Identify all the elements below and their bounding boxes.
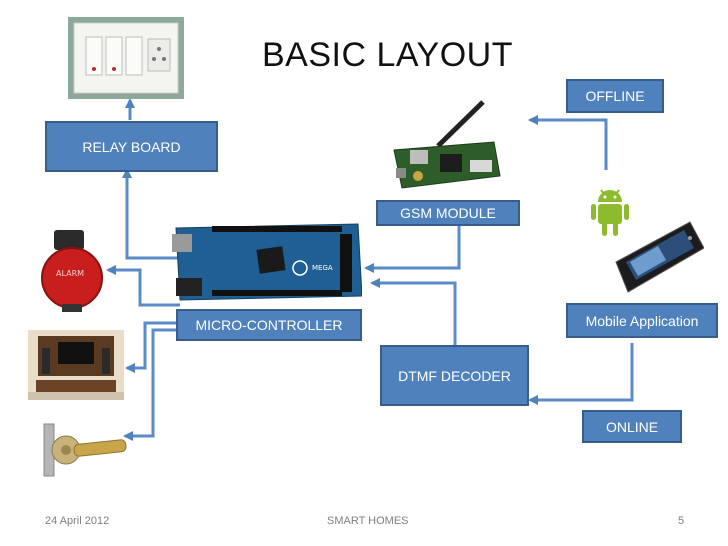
tv-unit-photo — [28, 330, 124, 400]
footer-page-number: 5 — [678, 515, 685, 527]
android-robot-icon — [591, 189, 629, 236]
online-box: ONLINE — [582, 410, 682, 443]
svg-text:ALARM: ALARM — [56, 269, 84, 278]
arrow-mcu-to-relay — [122, 168, 195, 260]
slide-title: BASIC LAYOUT — [262, 36, 513, 74]
micro-controller-box: MICRO-CONTROLLER — [176, 309, 362, 341]
arrow-mcu-to-tv — [125, 321, 178, 373]
switch-panel-photo — [68, 17, 184, 99]
dtmf-decoder-box: DTMF DECODER — [380, 345, 529, 406]
gsm-module-photo — [393, 100, 501, 189]
offline-box: OFFLINE — [566, 79, 664, 113]
arrow-mobile-to-dtmf — [528, 343, 634, 405]
arrow-mcu-to-alarm — [106, 265, 180, 307]
door-lock-photo — [43, 423, 127, 477]
gsm-module-box: GSM MODULE — [376, 200, 520, 226]
arrow-android-to-gsm — [528, 115, 608, 170]
footer-title: SMART HOMES — [327, 515, 409, 527]
alarm-bell-photo: ALARM — [41, 230, 103, 312]
mobile-application-box: Mobile Application — [566, 303, 718, 338]
svg-text:MEGA: MEGA — [312, 264, 333, 272]
relay-board-box: RELAY BOARD — [45, 121, 218, 172]
arduino-mega-photo: MEGA — [172, 223, 362, 301]
arrow-mcu-to-lock — [123, 328, 178, 441]
footer-date: 24 April 2012 — [45, 515, 110, 527]
smartphone-photo — [615, 221, 704, 293]
arrow-dtmf-to-mcu — [370, 278, 457, 345]
arrow-gsm-to-mcu — [364, 226, 461, 273]
